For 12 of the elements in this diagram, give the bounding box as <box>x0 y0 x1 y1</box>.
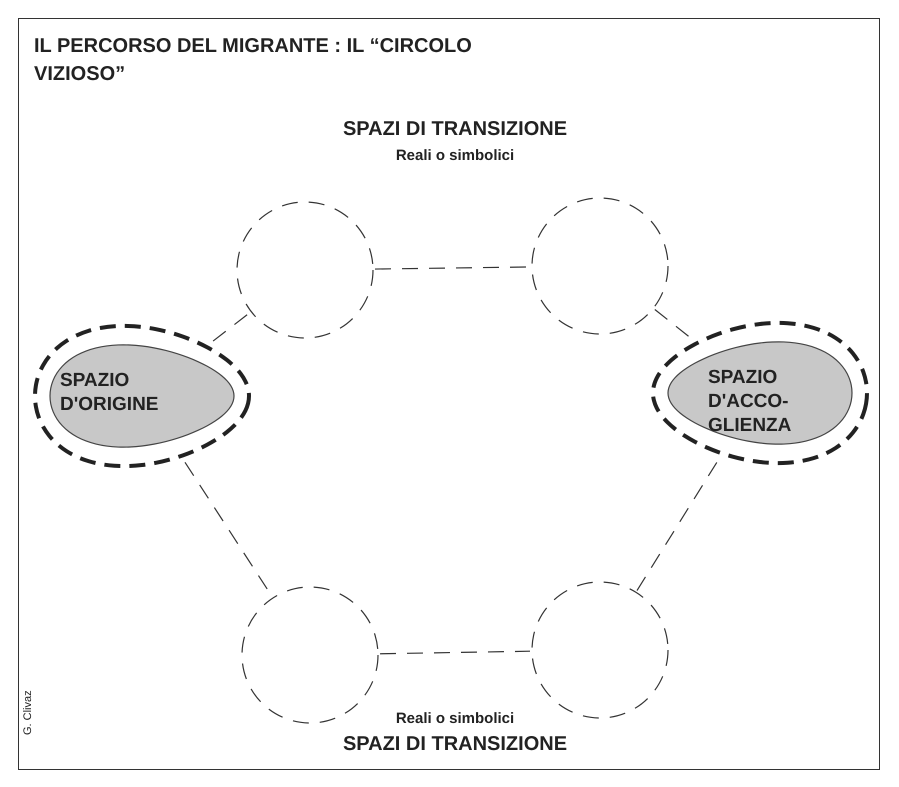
dashed-connector <box>212 312 250 342</box>
author-credit: G. Clivaz <box>22 690 34 735</box>
region-label: SPAZIO D'ACCO-GLIENZA <box>708 366 792 438</box>
dashed-connector <box>654 309 690 338</box>
region-label: SPAZIO D'ORIGINE <box>60 369 160 417</box>
subheading: Reali o simbolici <box>394 710 516 727</box>
title: IL PERCORSO DEL MIGRANTE : IL “CIRCOLO VIZIOSO” <box>34 34 473 87</box>
subheading: Reali o simbolici <box>394 147 516 164</box>
section-heading: SPAZI DI TRANSIZIONE <box>342 118 568 141</box>
dashed-connector <box>380 650 530 654</box>
section-heading: SPAZI DI TRANSIZIONE <box>342 733 568 756</box>
dashed-connector <box>636 459 719 591</box>
